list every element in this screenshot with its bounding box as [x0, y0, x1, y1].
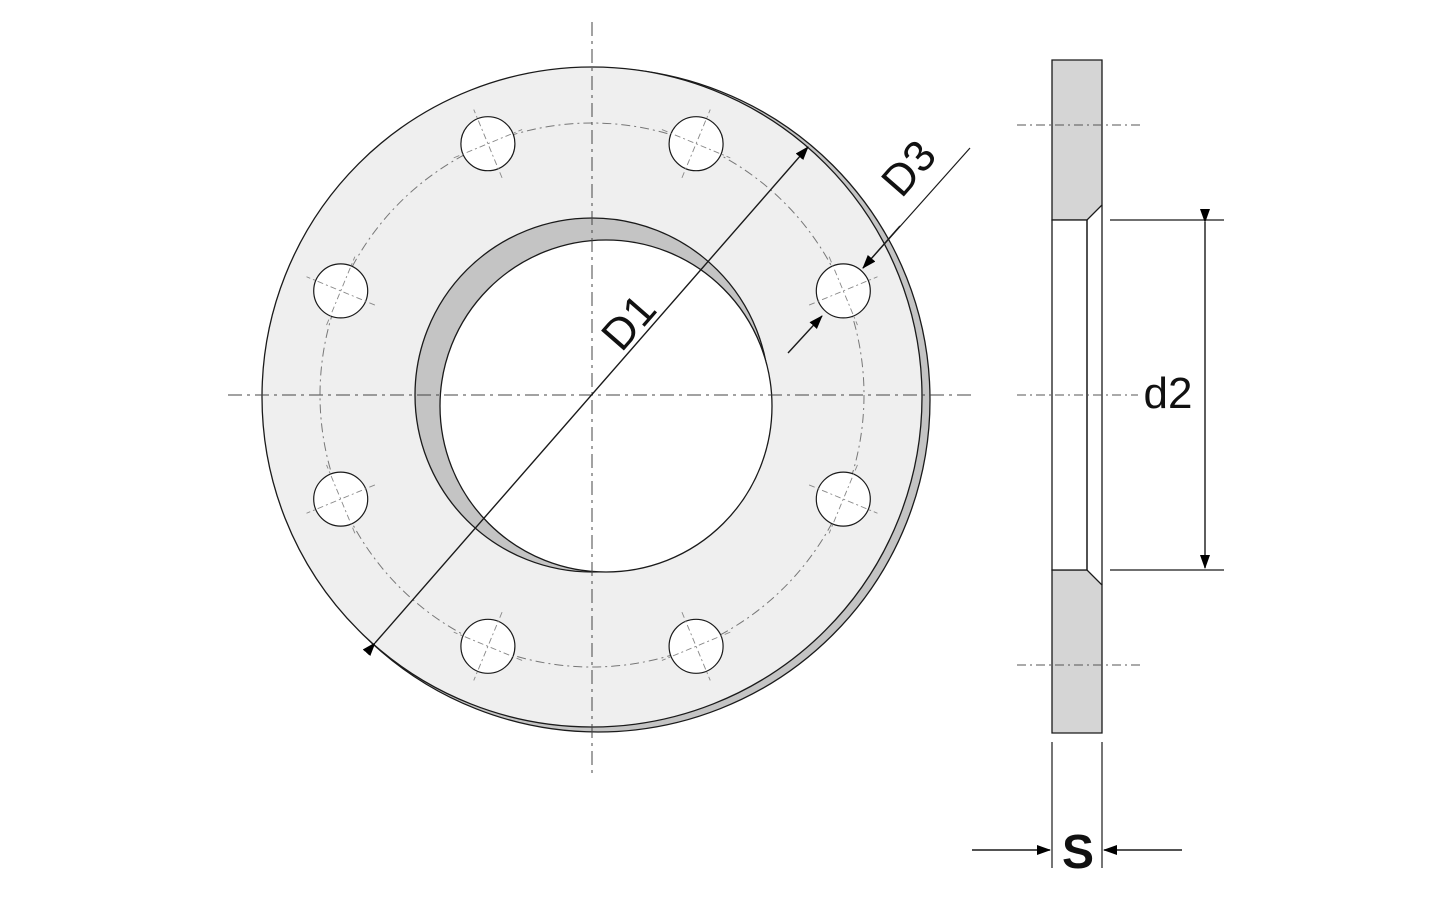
d2-label: d2: [1144, 369, 1193, 418]
bolt-hole-centerline: [828, 256, 858, 326]
bolt-hole: [808, 464, 878, 534]
bolt-hole-centerline: [453, 129, 523, 159]
section-upper-block: [1051, 59, 1103, 221]
d1-dimension-line: [362, 146, 809, 657]
bolt-hole-centerline: [473, 109, 503, 179]
s-dimension: S: [972, 742, 1182, 879]
section-lower-block: [1051, 569, 1103, 734]
d3-arrow-upper: [862, 225, 901, 269]
d2-dimension: d2: [1110, 209, 1224, 571]
bolt-holes-group: [306, 109, 878, 681]
bore-opening: [439, 239, 773, 573]
bolt-hole: [306, 256, 376, 326]
d2-label-background: [1138, 366, 1200, 416]
bolt-hole: [808, 256, 878, 326]
bolt-hole-centerline: [326, 256, 356, 326]
s-label: S: [1062, 826, 1094, 879]
d3-arrow-lower: [787, 315, 823, 354]
d3-label: D3: [872, 131, 946, 206]
section-view: d2 S: [972, 59, 1224, 879]
front-view: D1 D3: [228, 22, 972, 775]
bolt-hole-centerline: [828, 464, 858, 534]
bolt-hole-centerline: [326, 464, 356, 534]
bolt-hole: [306, 464, 376, 534]
